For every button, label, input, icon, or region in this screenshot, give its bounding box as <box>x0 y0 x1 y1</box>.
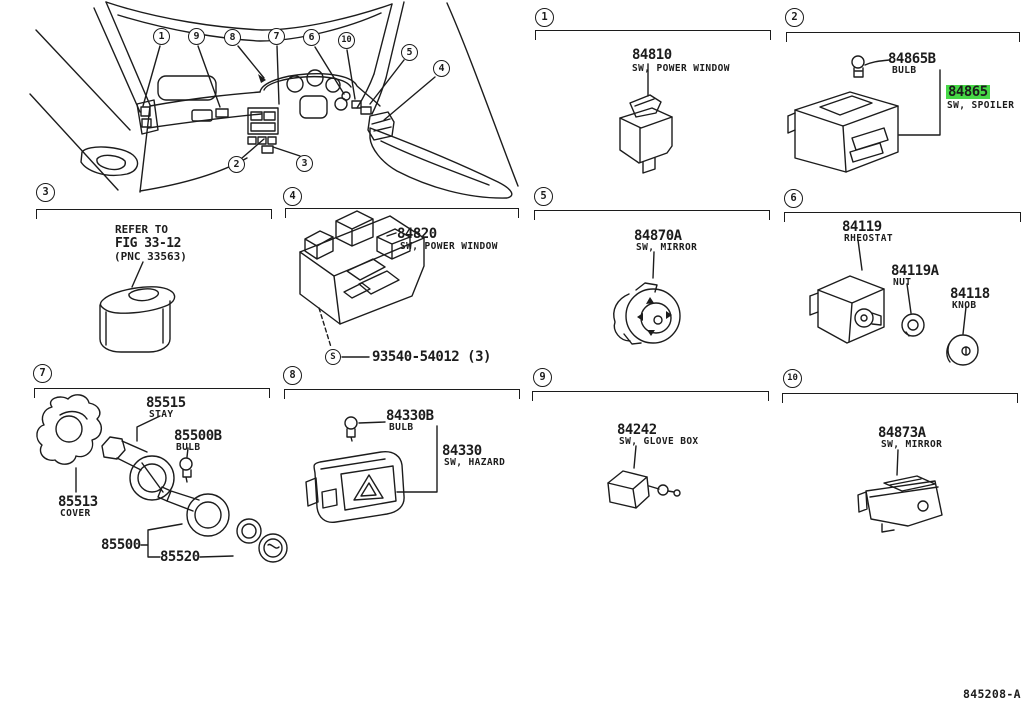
section-10-bracket <box>782 393 1018 403</box>
section-7-bracket <box>34 388 270 398</box>
part-number-85520[interactable]: 85520 <box>160 549 200 565</box>
figure-code: 845208-A <box>963 687 1021 701</box>
part-desc-84119a: NUT <box>893 277 912 288</box>
part-number-84119[interactable]: 84119 <box>842 219 882 235</box>
dash-callout-5: 5 <box>401 44 418 61</box>
section-1-number: 1 <box>535 8 554 27</box>
cigarette-lighter-85500-drawing <box>36 394 288 563</box>
part-desc-84330: SW, HAZARD <box>444 457 506 468</box>
refer-note-line3: (PNC 33563) <box>114 250 187 263</box>
section-9-number: 9 <box>533 368 552 387</box>
section-6-bracket <box>784 212 1021 222</box>
part-number-84810[interactable]: 84810 <box>632 47 672 63</box>
dash-callout-10: 10 <box>338 32 355 49</box>
section-10-number: 10 <box>783 369 802 388</box>
section-2-number: 2 <box>785 8 804 27</box>
section-5-bracket <box>534 210 770 220</box>
part-number-85513[interactable]: 85513 <box>58 494 98 510</box>
section-4-number: 4 <box>283 187 302 206</box>
spoiler-switch-84865-drawing <box>787 55 941 173</box>
section-2-bracket <box>786 32 1020 42</box>
part-desc-84242: SW, GLOVE BOX <box>619 436 699 447</box>
part-number-85500[interactable]: 85500 <box>101 537 141 553</box>
power-window-switch-84810-drawing <box>619 63 673 174</box>
part-number-84119a[interactable]: 84119A <box>891 263 939 279</box>
refer-note-line2: FIG 33-12 <box>115 236 181 251</box>
refer-note-line1: REFER TO <box>115 223 168 236</box>
dash-callout-8: 8 <box>224 29 241 46</box>
part-number-84820[interactable]: 84820 <box>397 226 437 242</box>
part-desc-85515: STAY <box>149 409 174 420</box>
section-8-number: 8 <box>283 366 302 385</box>
part-number-84242[interactable]: 84242 <box>617 422 657 438</box>
power-window-master-switch-84820-drawing <box>299 210 425 358</box>
part-number-84865b[interactable]: 84865B <box>888 51 936 67</box>
part-number-84873a[interactable]: 84873A <box>878 425 926 441</box>
refer-switch-33563-drawing <box>99 261 176 353</box>
hazard-switch-84330-drawing <box>305 416 438 524</box>
part-desc-84810: SW, POWER WINDOW <box>632 63 730 74</box>
part-desc-84820: SW, POWER WINDOW <box>400 241 498 252</box>
dash-callout-7: 7 <box>268 28 285 45</box>
glove-box-switch-84242-drawing <box>607 445 681 509</box>
dash-callout-3: 3 <box>296 155 313 172</box>
part-number-85515[interactable]: 85515 <box>146 395 186 411</box>
mirror-switch-84870a-drawing <box>613 251 681 345</box>
part-number-84870a[interactable]: 84870A <box>634 228 682 244</box>
dash-callout-2: 2 <box>228 156 245 173</box>
screw-symbol: S <box>325 349 341 365</box>
part-desc-84865: SW, SPOILER <box>947 100 1015 111</box>
section-4-bracket <box>285 208 519 218</box>
part-desc-84873a: SW, MIRROR <box>881 439 943 450</box>
dash-callout-9: 9 <box>188 28 205 45</box>
part-desc-84330b: BULB <box>389 422 414 433</box>
part-desc-84119: RHEOSTAT <box>844 233 893 244</box>
section-7-number: 7 <box>33 364 52 383</box>
dash-callout-1: 1 <box>153 28 170 45</box>
part-desc-84865b: BULB <box>892 65 917 76</box>
section-1-bracket <box>535 30 771 40</box>
part-number-84118[interactable]: 84118 <box>950 286 990 302</box>
section-8-bracket <box>284 389 520 399</box>
part-number-84330[interactable]: 84330 <box>442 443 482 459</box>
part-desc-85513: COVER <box>60 508 91 519</box>
section-5-number: 5 <box>534 187 553 206</box>
part-desc-84118: KNOB <box>952 300 977 311</box>
rheostat-84119-drawing <box>809 239 979 366</box>
part-number-84865-highlighted[interactable]: 84865 <box>946 84 990 100</box>
callout-leader-lines <box>142 45 436 159</box>
section-3-bracket <box>36 209 272 219</box>
part-desc-84870a: SW, MIRROR <box>636 242 698 253</box>
section-9-bracket <box>532 391 769 401</box>
section-6-number: 6 <box>784 189 803 208</box>
part-number-93540-54012[interactable]: 93540-54012 (3) <box>372 349 491 365</box>
part-number-85500b[interactable]: 85500B <box>174 428 222 444</box>
section-3-number: 3 <box>36 183 55 202</box>
part-number-84330b[interactable]: 84330B <box>386 408 434 424</box>
mirror-switch-84873a-drawing <box>857 449 943 533</box>
part-desc-85500b: BULB <box>176 442 201 453</box>
dash-callout-4: 4 <box>433 60 450 77</box>
dash-callout-6: 6 <box>303 29 320 46</box>
